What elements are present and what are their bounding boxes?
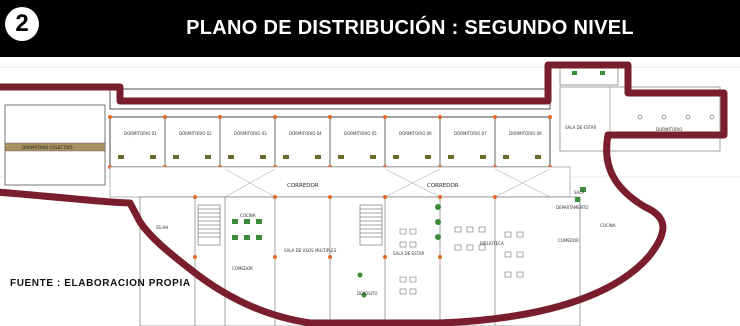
page-title: PLANO DE DISTRIBUCIÓN : SEGUNDO NIVEL bbox=[186, 17, 634, 39]
right-dining-label: COMEDOR bbox=[558, 238, 579, 243]
right-sala-estar-label: SALA DE ESTAR bbox=[565, 125, 596, 130]
building-outline bbox=[0, 61, 728, 326]
corridor: CORREDOR CORREDOR bbox=[109, 166, 571, 198]
dormitory-label-2: DORMITORIO 02 bbox=[179, 131, 212, 136]
dining-label: COMEDOR bbox=[232, 266, 253, 271]
apartment-label: DEPARTAMENTO bbox=[556, 205, 588, 210]
dormitory-label-1: DORMITORIO 01 bbox=[124, 131, 157, 136]
dormitory-label-5: DORMITORIO 05 bbox=[344, 131, 377, 136]
corridor-label-2: CORREDOR bbox=[427, 183, 459, 189]
corridor-label-1: CORREDOR bbox=[287, 183, 319, 189]
kitchen-label: COCINA bbox=[240, 213, 256, 218]
lower-sala-estar-label: SALA DE ESTAR bbox=[393, 251, 424, 256]
title-bar: 2 PLANO DE DISTRIBUCIÓN : SEGUNDO NIVEL bbox=[0, 0, 740, 57]
right-kitchen-label: COCINA bbox=[600, 223, 616, 228]
dormitory-label-6: DORMITORIO 06 bbox=[399, 131, 432, 136]
dormitory-label-8: DORMITORIO 08 bbox=[509, 131, 542, 136]
svg-text:-: - bbox=[130, 138, 132, 142]
dormitory-label-3: DORMITORIO 03 bbox=[234, 131, 267, 136]
storage-label: DEPOSITO bbox=[357, 291, 377, 296]
right-wing: SALA DE ESTAR DORMITORIO SALA DEPARTAMEN… bbox=[556, 66, 721, 243]
level-number-badge: 2 bbox=[5, 7, 39, 41]
collective-dormitory-label: DORMITORIO COLECTIVO bbox=[22, 145, 73, 150]
dormitory-label-7: DORMITORIO 07 bbox=[454, 131, 487, 136]
sshh-label: SS.HH bbox=[156, 225, 168, 230]
dormitory-row: DORMITORIO 01 DORMITORIO 02 DORMITORIO 0… bbox=[108, 115, 552, 169]
lower-rooms: SS.HH COCINA COMEDOR SALA DE USOS MULTIP… bbox=[139, 195, 581, 326]
sum-label: SALA DE USOS MULTIPLES bbox=[284, 248, 337, 253]
floor-plan: TERRAZA TERRAZA bbox=[0, 61, 740, 326]
dormitory-label-4: DORMITORIO 04 bbox=[289, 131, 322, 136]
right-dormitory-label: DORMITORIO bbox=[656, 127, 682, 132]
collective-dormitory: DORMITORIO COLECTIVO bbox=[4, 104, 106, 186]
library-label: BIBLIOTECA bbox=[480, 241, 504, 246]
sala-label: SALA bbox=[574, 190, 585, 195]
source-caption: FUENTE : ELABORACION PROPIA bbox=[10, 278, 191, 289]
